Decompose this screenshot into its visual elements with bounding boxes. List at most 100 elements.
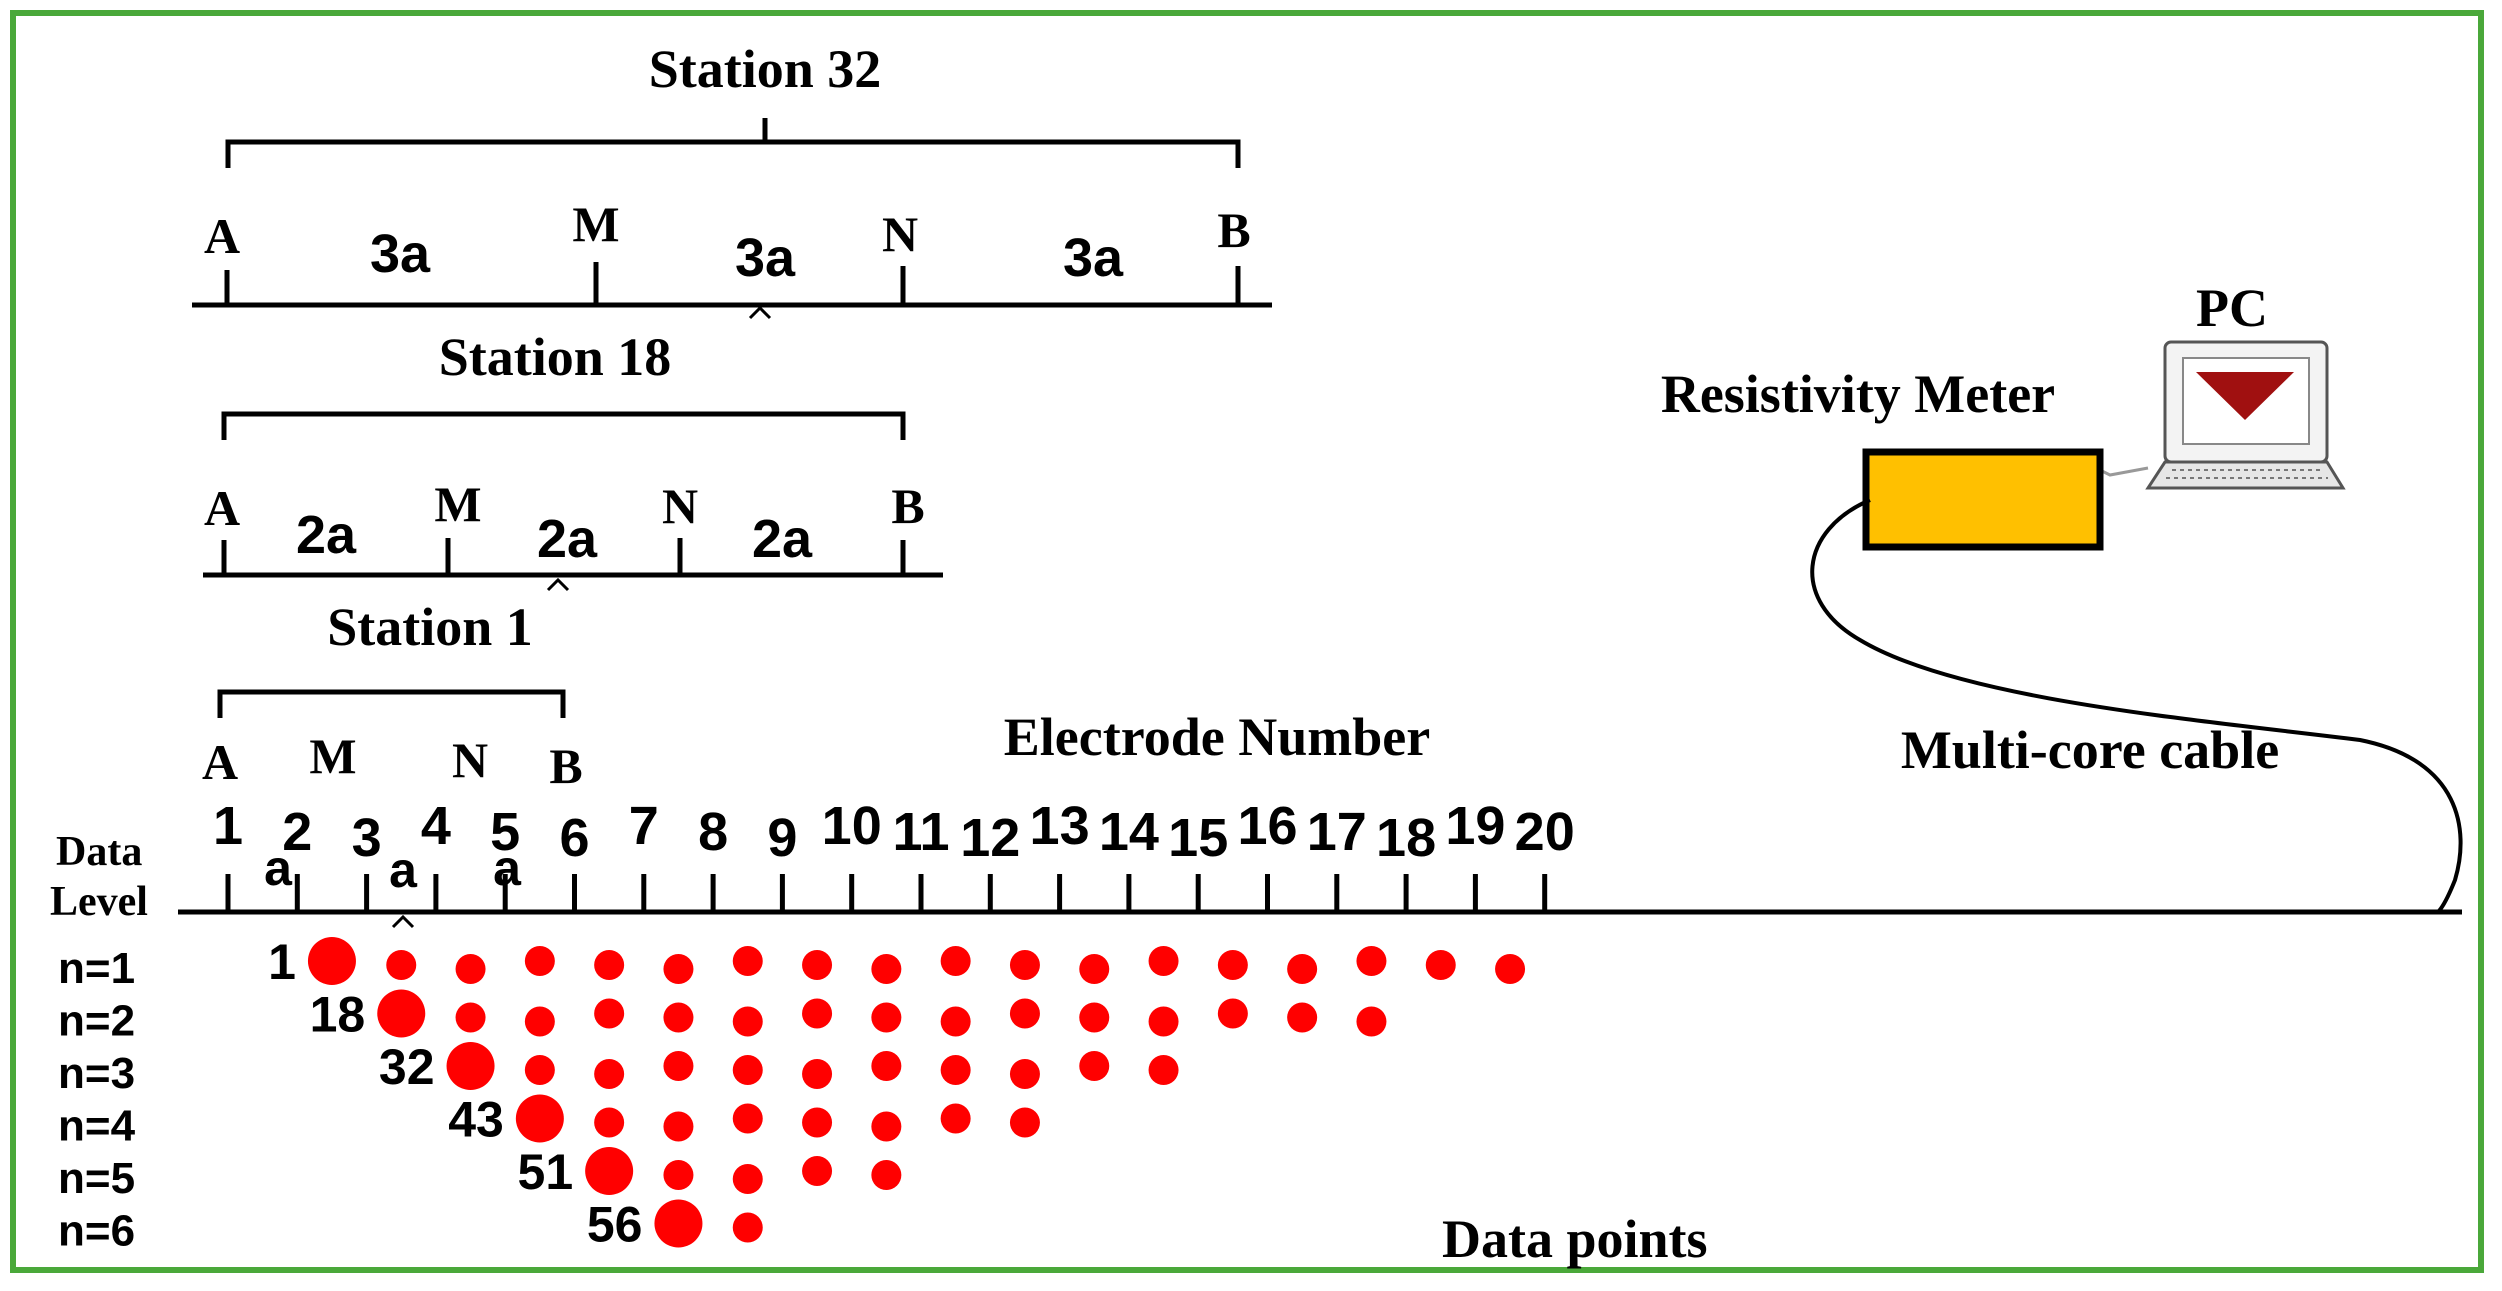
data-point bbox=[1425, 950, 1456, 980]
data-point bbox=[1148, 946, 1179, 976]
data-point bbox=[732, 1212, 763, 1243]
data-point bbox=[455, 954, 486, 984]
data-point-highlighted bbox=[585, 1147, 634, 1195]
electrode-number: 9 bbox=[767, 808, 797, 868]
data-point bbox=[802, 1059, 833, 1089]
data-point-index: 43 bbox=[448, 1092, 504, 1148]
electrode-number: 15 bbox=[1168, 808, 1228, 868]
electrode-number: 16 bbox=[1237, 796, 1297, 856]
data-point-highlighted bbox=[446, 1042, 495, 1090]
data-point bbox=[524, 1006, 555, 1037]
data-point bbox=[1356, 1006, 1387, 1037]
data-point-index: 56 bbox=[587, 1197, 643, 1253]
electrode-number: 11 bbox=[892, 802, 949, 862]
data-point bbox=[1148, 1055, 1179, 1085]
data-point bbox=[663, 1111, 694, 1142]
midpoint-marker bbox=[391, 914, 415, 929]
data-point bbox=[871, 954, 902, 984]
data-points bbox=[307, 937, 1526, 1248]
data-point bbox=[871, 1160, 902, 1190]
data-point bbox=[732, 1055, 763, 1085]
station-bracket bbox=[221, 411, 906, 440]
electrode-n-label: N bbox=[452, 732, 488, 788]
data-point bbox=[1079, 1002, 1110, 1033]
station-title: Station 32 bbox=[649, 39, 882, 99]
data-point bbox=[871, 1111, 902, 1142]
pc-icon bbox=[2145, 340, 2346, 490]
spacing-label: 2a bbox=[537, 509, 598, 569]
station-title: Station 18 bbox=[439, 327, 672, 387]
data-point bbox=[455, 1002, 486, 1033]
station-32: Station 32 A M N B 3a 3a 3a bbox=[192, 39, 1272, 320]
station-title: Station 1 bbox=[327, 597, 533, 657]
data-point bbox=[940, 1055, 971, 1085]
electrode-n-label: N bbox=[662, 478, 698, 534]
station-bracket bbox=[225, 118, 1241, 168]
figure-frame bbox=[10, 10, 2484, 1273]
data-points-label: Data points bbox=[1442, 1209, 1708, 1269]
data-point bbox=[871, 1002, 902, 1033]
data-point bbox=[594, 998, 625, 1029]
data-point bbox=[1148, 1006, 1179, 1037]
electrode-number: 4 bbox=[421, 796, 451, 856]
electrode-a-label: A bbox=[204, 480, 240, 536]
electrode-m-label: M bbox=[309, 728, 356, 784]
data-point bbox=[594, 950, 625, 980]
data-point bbox=[732, 1006, 763, 1037]
electrode-number: 2 bbox=[282, 802, 312, 862]
data-point bbox=[663, 1160, 694, 1190]
level-labels: n=1n=2n=3n=4n=5n=6 bbox=[58, 944, 136, 1256]
data-point bbox=[802, 1156, 833, 1186]
data-point bbox=[663, 1051, 694, 1081]
electrode-number: 12 bbox=[960, 808, 1020, 868]
electrode-number: 6 bbox=[559, 808, 589, 868]
spacing-label: a bbox=[493, 840, 522, 896]
electrode-number: 8 bbox=[698, 802, 728, 862]
data-point bbox=[732, 1103, 763, 1134]
electrode-b-label: B bbox=[549, 738, 582, 794]
multi-core-cable-label: Multi-core cable bbox=[1901, 720, 2279, 780]
station-bracket bbox=[217, 689, 566, 718]
data-point bbox=[940, 946, 971, 976]
resistivity-meter-box bbox=[1862, 448, 2104, 551]
data-point bbox=[663, 1002, 694, 1033]
data-point bbox=[802, 998, 833, 1029]
electrode-number: 19 bbox=[1445, 796, 1505, 856]
data-point bbox=[802, 950, 833, 980]
data-point bbox=[871, 1051, 902, 1081]
level-label: n=1 bbox=[58, 944, 135, 993]
electrode-number: 7 bbox=[629, 796, 659, 856]
data-point bbox=[1217, 950, 1248, 980]
electrode-number-title: Electrode Number bbox=[1004, 707, 1430, 767]
data-point bbox=[386, 950, 417, 980]
data-point bbox=[594, 1107, 625, 1138]
resistivity-meter-label: Resistivity Meter bbox=[1661, 364, 2055, 424]
data-level-label-line2: Level bbox=[50, 879, 148, 925]
station-ground-line bbox=[192, 262, 1272, 308]
data-point-highlighted bbox=[654, 1199, 703, 1248]
data-point bbox=[1009, 950, 1040, 980]
electrode-number: 10 bbox=[822, 796, 882, 856]
data-point bbox=[1287, 954, 1318, 984]
electrode-number: 20 bbox=[1515, 802, 1575, 862]
electrode-number: 14 bbox=[1099, 802, 1159, 862]
level-label: n=3 bbox=[58, 1049, 135, 1098]
data-point bbox=[1287, 1002, 1318, 1033]
midpoint-marker bbox=[546, 577, 570, 592]
electrode-m-label: M bbox=[434, 476, 481, 532]
spacing-label: 2a bbox=[296, 505, 357, 565]
data-point bbox=[940, 1103, 971, 1134]
electrode-number: 3 bbox=[352, 808, 382, 868]
data-point bbox=[940, 1006, 971, 1037]
midpoint-marker bbox=[748, 305, 772, 320]
data-point bbox=[663, 954, 694, 984]
level-label: n=6 bbox=[58, 1207, 135, 1256]
level-label: n=5 bbox=[58, 1154, 135, 1203]
electrode-number: 18 bbox=[1376, 808, 1436, 868]
pc-cable bbox=[2099, 466, 2149, 477]
data-point bbox=[732, 946, 763, 976]
electrode-m-label: M bbox=[572, 196, 619, 252]
level-label: n=2 bbox=[58, 997, 135, 1046]
